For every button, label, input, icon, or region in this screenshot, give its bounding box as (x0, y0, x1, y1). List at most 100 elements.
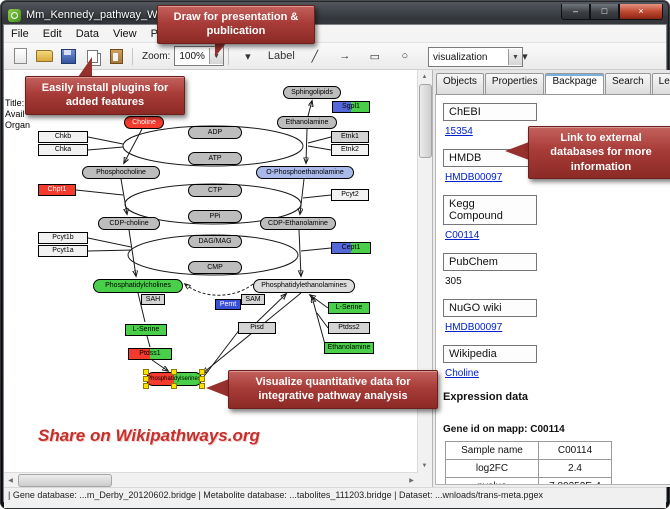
canvas-horizontal-scrollbar[interactable]: ◀ ▶ (4, 472, 418, 487)
section-value-chebi[interactable]: 15354 (445, 126, 473, 137)
visualization-combobox[interactable]: visualization ▼ (428, 47, 523, 67)
pathway-node-sah[interactable]: SAH (141, 294, 165, 305)
section-value-nugo-wiki[interactable]: HMDB00097 (445, 322, 503, 333)
tab-search[interactable]: Search (604, 73, 651, 94)
selection-handle[interactable] (199, 376, 205, 382)
pathway-node-chkb[interactable]: Chkb (38, 131, 88, 143)
title-bar[interactable]: Mm_Kennedy_pathway_WP1771_45176.gpml – □… (4, 4, 666, 25)
chevron-down-icon[interactable]: ▼ (508, 49, 522, 65)
scroll-up-icon[interactable]: ▲ (421, 74, 428, 80)
menu-file[interactable]: File (11, 27, 29, 40)
menu-data[interactable]: Data (75, 27, 99, 40)
selection-handle[interactable] (199, 369, 205, 375)
pathway-node-l-serine[interactable]: L-Serine (125, 324, 167, 336)
callout-arrow (505, 142, 529, 160)
pathway-node-chpt1[interactable]: Chpt1 (38, 184, 76, 196)
menu-view[interactable]: View (112, 27, 137, 40)
pathway-node-pcyt1b[interactable]: Pcyt1b (38, 232, 88, 244)
new-file-button[interactable] (9, 45, 31, 67)
save-icon (60, 48, 76, 64)
expression-table-cell: 2.4 (538, 459, 612, 478)
templates-dropdown-button[interactable]: ▾ (522, 50, 528, 63)
section-value-kegg-compound[interactable]: C00114 (445, 230, 480, 241)
pathway-node-cdp-choline[interactable]: CDP-choline (98, 217, 160, 230)
callout-install-plugins: Easily install plugins for added feature… (25, 76, 185, 115)
pathway-node-o-phosphoethanolamine[interactable]: O-Phosphoethanolamine (256, 166, 354, 179)
horizontal-scroll-thumb[interactable] (18, 474, 112, 487)
canvas-vertical-scrollbar[interactable]: ▲ ▼ (417, 70, 432, 473)
datanode-type-dropdown[interactable]: ▾ (245, 50, 251, 63)
pathway-node-cdp-ethanolamine[interactable]: CDP-Ethanolamine (260, 217, 336, 230)
selection-handle[interactable] (199, 383, 205, 389)
pathway-node-pemt[interactable]: Pemt (215, 299, 241, 310)
close-button[interactable]: × (619, 4, 663, 20)
pathway-node-etnk2[interactable]: Etnk2 (331, 144, 369, 156)
line-tool-button[interactable]: ╱ (311, 50, 319, 63)
tab-properties[interactable]: Properties (484, 73, 545, 94)
pathway-node-pisd[interactable]: Pisd (238, 322, 276, 334)
pathway-node-cmp[interactable]: CMP (188, 261, 242, 274)
save-button[interactable] (57, 45, 79, 67)
selection-handle[interactable] (143, 376, 149, 382)
tab-legend[interactable]: Legend (651, 73, 670, 94)
pathway-node-ppi[interactable]: PPi (188, 210, 242, 223)
pathway-node-ctp[interactable]: CTP (188, 184, 242, 197)
expression-table-row: pvalue7.80252E-4 (445, 477, 612, 484)
menu-edit[interactable]: Edit (42, 27, 62, 40)
rectangle-tool-button[interactable]: ▭ (369, 50, 381, 63)
menu-bar: FileEditDataViewPluginsHelp (4, 25, 666, 43)
minimize-button[interactable]: – (561, 4, 590, 20)
pathway-node-ptdss2[interactable]: Ptdss2 (328, 322, 370, 334)
pathway-node-ethanolamine[interactable]: Ethanolamine (324, 342, 374, 354)
label-tool-button[interactable]: Label (267, 50, 295, 62)
pathway-node-choline[interactable]: Choline (124, 116, 164, 129)
section-value-wikipedia[interactable]: Choline (445, 368, 479, 379)
pathway-node-pcyt1a[interactable]: Pcyt1a (38, 245, 88, 257)
ellipse-tool-button[interactable]: ○ (401, 50, 409, 62)
selection-handle[interactable] (171, 369, 177, 375)
pathway-node-ethanolamine[interactable]: Ethanolamine (277, 116, 337, 129)
pathway-node-pcyt2[interactable]: Pcyt2 (331, 189, 369, 201)
paste-icon (109, 48, 123, 64)
selection-handle[interactable] (143, 369, 149, 375)
left-panel-text: Avail (5, 109, 25, 119)
pathway-node-atp[interactable]: ATP (188, 152, 242, 165)
arrow-tool-button[interactable]: → (339, 50, 351, 62)
pathway-node-etnk1[interactable]: Etnk1 (331, 131, 369, 143)
paste-button[interactable] (105, 45, 127, 67)
scroll-right-icon[interactable]: ▶ (409, 477, 414, 484)
pathway-node-ptdss1[interactable]: Ptdss1 (128, 348, 172, 360)
tab-backpage[interactable]: Backpage (545, 73, 604, 94)
pathway-node-l-serine[interactable]: L-Serine (328, 302, 370, 314)
selection-handle[interactable] (171, 383, 177, 389)
scroll-down-icon[interactable]: ▼ (421, 463, 428, 469)
open-button[interactable] (33, 45, 55, 67)
copy-button[interactable] (81, 45, 103, 67)
sidebar-tabs: ObjectsPropertiesBackpageSearchLegend (433, 70, 670, 94)
pathway-node-phosphatidylethanolamines[interactable]: Phosphatidylethanolamines (253, 279, 355, 293)
pathway-node-sam[interactable]: SAM (241, 294, 265, 305)
pathway-node-chka[interactable]: Chka (38, 144, 88, 156)
pathway-node-phosphatidylcholines[interactable]: Phosphatidylcholines (93, 279, 183, 293)
tab-objects[interactable]: Objects (436, 73, 484, 94)
pathway-node-sphingolipids[interactable]: Sphingolipids (283, 86, 341, 99)
pathway-node-cept1[interactable]: Cept1 (331, 242, 371, 254)
vertical-scroll-thumb[interactable] (419, 84, 432, 158)
pathway-node-sgpl1[interactable]: Sgpl1 (332, 101, 370, 113)
pathway-node-adp[interactable]: ADP (188, 126, 242, 139)
maximize-button[interactable]: □ (590, 4, 619, 20)
pathway-node-dag-mag[interactable]: DAG/MAG (188, 235, 242, 248)
visualization-value: visualization (433, 51, 488, 63)
expression-table-cell: pvalue (445, 477, 539, 484)
pathway-node-phosphocholine[interactable]: Phosphocholine (82, 166, 160, 179)
selection-handle[interactable] (143, 383, 149, 389)
scroll-left-icon[interactable]: ◀ (8, 477, 13, 484)
expression-table-cell: C00114 (538, 441, 612, 460)
section-value-hmdb[interactable]: HMDB00097 (445, 172, 503, 183)
